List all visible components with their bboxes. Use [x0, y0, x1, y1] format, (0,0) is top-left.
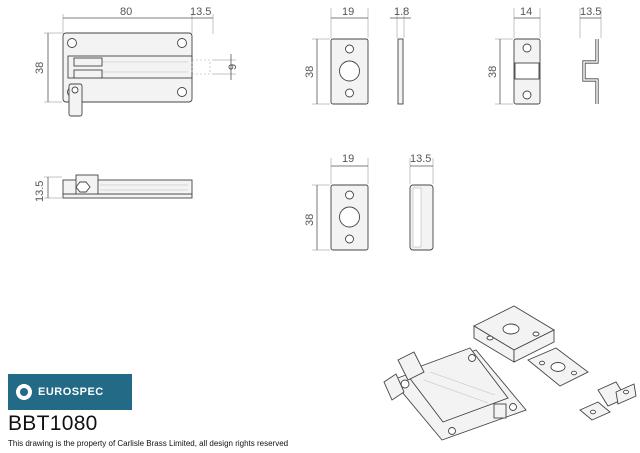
- handle-pivot: [71, 86, 79, 94]
- hex-knob-icon: [75, 181, 91, 193]
- screw-hole: [400, 379, 410, 389]
- dim-front-depth: 13.5: [190, 6, 211, 18]
- dim-staple-height: 38: [487, 66, 499, 78]
- dim-front-height: 38: [34, 62, 46, 74]
- bolt-knob-guard: [73, 69, 103, 79]
- screw-hole: [509, 403, 517, 411]
- dim-box-keep-depth: 13.5: [410, 153, 431, 165]
- screw-hole: [345, 88, 354, 98]
- bolt-front-view: 80 13.5 38 9: [34, 6, 239, 117]
- eurospec-logo-icon: [16, 384, 32, 400]
- bolt-receiving-hole: [502, 323, 520, 335]
- screw-hole: [67, 38, 77, 48]
- screw-hole: [522, 90, 532, 100]
- staple-profile: [582, 39, 599, 104]
- iso-bolt-knob: [397, 351, 425, 381]
- screw-hole: [448, 427, 456, 435]
- screw-hole: [345, 44, 354, 54]
- screw-hole: [177, 38, 187, 48]
- iso-angle-keep-side: [513, 329, 555, 363]
- isometric-assembly: [383, 305, 637, 441]
- screw-hole: [590, 409, 596, 415]
- screw-hole: [522, 43, 532, 53]
- bolt-knob-guard: [73, 57, 103, 67]
- dim-box-keep-height: 38: [304, 214, 316, 226]
- ownership-note: This drawing is the property of Carlisle…: [8, 439, 289, 448]
- dim-side-height: 13.5: [34, 181, 46, 202]
- screw-hole: [345, 190, 354, 200]
- dim-keep-thick: 1.8: [394, 6, 409, 18]
- product-code: BBT1080: [8, 412, 98, 435]
- iso-bolt-barrel: [404, 347, 509, 423]
- box-keep-view: 19 38 13.5: [304, 153, 434, 251]
- bolt-receiving-hole: [339, 206, 360, 228]
- screw-hole: [345, 234, 354, 244]
- screw-hole: [539, 360, 545, 366]
- dim-bolt-dia: 9: [227, 64, 239, 70]
- dim-front-width: 80: [120, 6, 132, 18]
- logo-text: EUROSPEC: [38, 386, 104, 398]
- staple-keep-view: 14 38 13.5: [487, 6, 601, 105]
- flat-keep-view: 19 38 1.8: [304, 6, 411, 105]
- screw-hole: [468, 354, 476, 362]
- dim-keep-height: 38: [304, 66, 316, 78]
- screw-hole: [177, 87, 187, 97]
- bolt-receiving-hole: [550, 362, 566, 372]
- dim-staple-width: 14: [520, 6, 532, 18]
- iso-bolt-tip: [493, 403, 507, 419]
- bolt-side-plate: [62, 193, 193, 199]
- screw-hole: [486, 335, 494, 341]
- staple-slot: [514, 62, 540, 80]
- screw-hole: [571, 370, 577, 376]
- screw-hole: [623, 389, 629, 395]
- dim-staple-depth: 13.5: [580, 6, 601, 18]
- flat-keep-edge: [397, 38, 404, 105]
- screw-hole: [532, 331, 540, 337]
- bolt-side-view: 13.5: [34, 174, 193, 202]
- bolt-receiving-hole: [339, 60, 360, 82]
- dim-keep-width: 19: [342, 6, 354, 18]
- iso-bolt-handle: [383, 373, 405, 401]
- eurospec-logo: EUROSPEC: [8, 374, 132, 410]
- dim-box-keep-width: 19: [342, 153, 354, 165]
